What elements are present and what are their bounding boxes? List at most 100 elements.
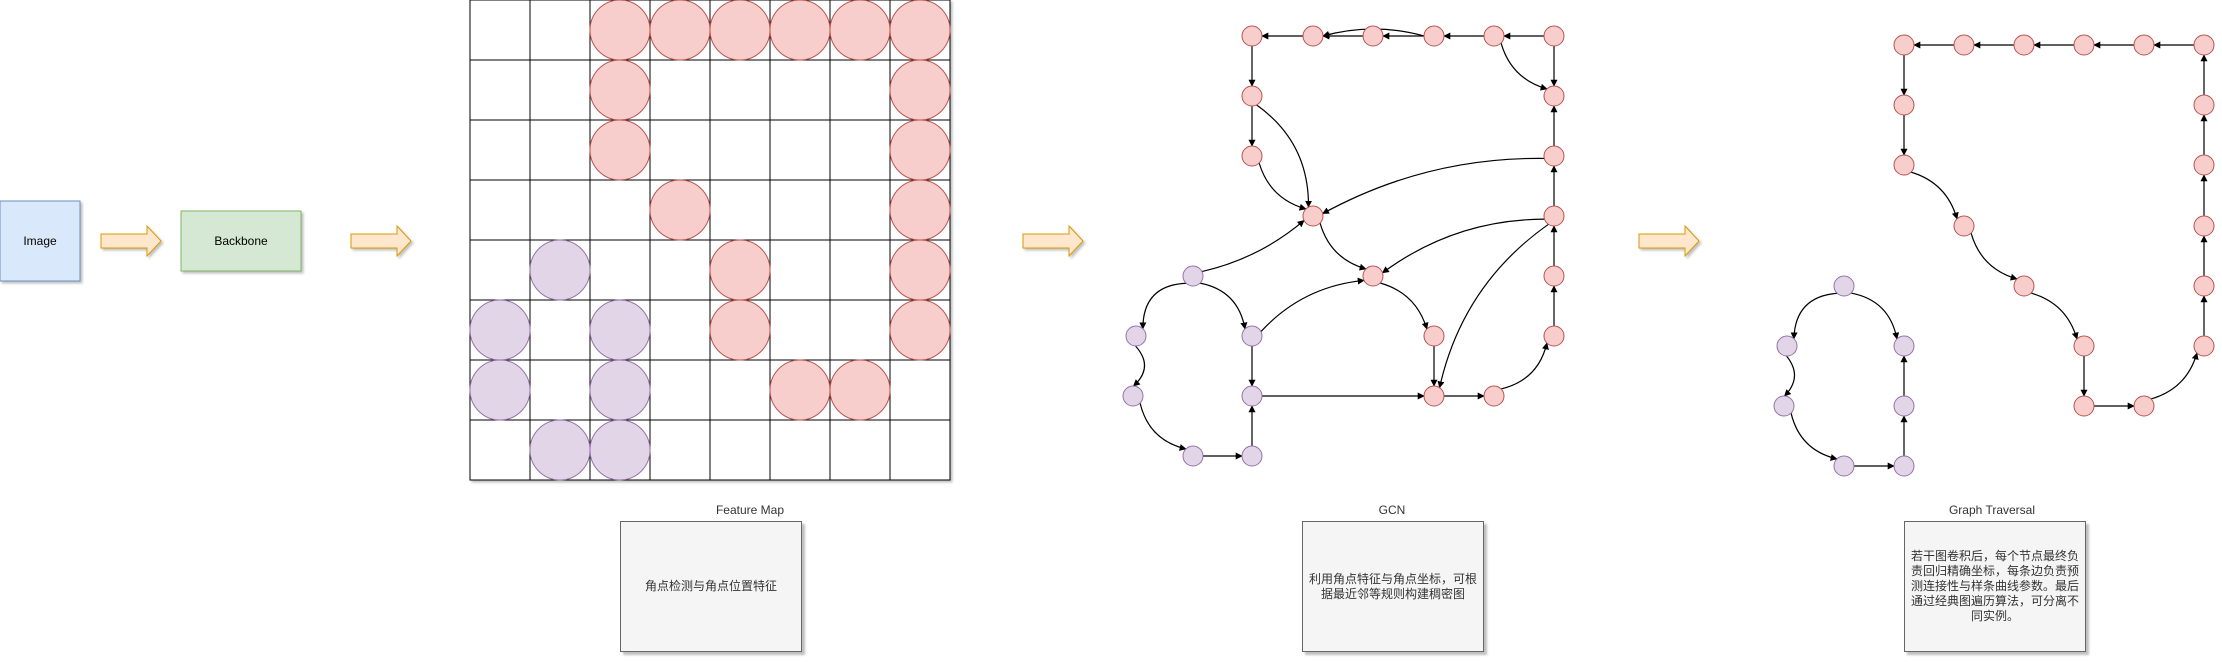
gcn-graph [1122,25,1565,467]
graph-edge [1201,220,1305,273]
purple-node [1241,325,1263,347]
feature-map-red-corner [709,239,771,301]
feature-map-red-corner [889,0,951,61]
red-node [2073,34,2095,56]
red-node [1241,25,1263,47]
feature-map-description: 角点检测与角点位置特征 [620,521,802,652]
graph-edge [2150,352,2199,400]
red-node [1543,205,1565,227]
purple-node [1241,385,1263,407]
red-node [1893,154,1915,176]
backbone-box: Backbone [180,210,302,272]
feature-map-red-corner [769,359,831,421]
feature-map-red-corner [829,0,891,61]
graph-edge [1139,282,1187,330]
purple-node [1122,385,1144,407]
red-node [1483,25,1505,47]
purple-node [1182,445,1204,467]
purple-node [1893,335,1915,357]
graph-traversal-description: 若干图卷积后，每个节点最终负责回归精确坐标，每条边负责预测连接性与样条曲线参数。… [1904,521,2086,652]
red-node [2193,215,2215,237]
red-node [2133,34,2155,56]
graph-edge [1199,282,1248,330]
red-node [2133,395,2155,417]
red-node [1543,85,1565,107]
feature-map-red-corner [649,0,711,61]
red-node [1893,34,1915,56]
graph-edge [1256,104,1313,208]
feature-map-red-corner [709,299,771,361]
feature-map-red-corner [889,59,951,121]
red-node [1543,25,1565,47]
red-node [1241,85,1263,107]
graph-edge [1379,282,1429,330]
red-node [1423,385,1445,407]
feature-map-red-corner [589,0,651,61]
feature-map-purple-corner [469,299,531,361]
graph-edge [1970,232,2018,281]
graph-traversal-title: Graph Traversal [1949,503,2035,517]
red-node [1483,385,1505,407]
red-node [2193,154,2215,176]
red-node [1543,325,1565,347]
red-node [1543,265,1565,287]
purple-node [1893,455,1915,477]
red-node [1362,265,1384,287]
red-node [2193,275,2215,297]
red-node [1362,25,1384,47]
purple-node [1773,395,1795,417]
feature-map-red-corner [889,239,951,301]
graph-edge [1322,157,1545,215]
feature-map-red-corner [889,299,951,361]
graph-edge [1258,162,1307,211]
feature-map-title: Feature Map [716,503,784,517]
feature-map-purple-corner [589,299,651,361]
purple-node [1893,395,1915,417]
red-node [1423,325,1445,347]
feature-map-red-corner [769,0,831,61]
purple-node [1833,275,1855,297]
red-node [2193,335,2215,357]
gcn-title: GCN [1379,503,1406,517]
feature-map-red-corner [589,59,651,121]
feature-map-red-corner [589,119,651,181]
red-node [2013,275,2035,297]
feature-map-purple-corner [529,239,591,301]
feature-map-red-corner [889,119,951,181]
backbone-box-label: Backbone [214,234,268,248]
image-box-label: Image [23,234,57,248]
graph-edge [1260,277,1365,332]
graph-edge [1790,412,1838,461]
graph-edge [1500,42,1548,91]
arrow-feature-map-to-gcn [1022,224,1084,258]
graph-edge [1910,171,1959,220]
graph-edge [1850,292,1900,340]
purple-node [1241,445,1263,467]
red-node [1953,215,1975,237]
red-node [2013,34,2035,56]
arrow-gcn-to-graph-traversal [1638,224,1700,258]
gcn-description: 利用角点特征与角点坐标，可根据最近邻等规则构建稠密图 [1302,521,1484,652]
graph-edge [1437,223,1549,389]
graph-edge [1319,222,1367,271]
feature-map-purple-corner [469,359,531,421]
graph-edge [2030,292,2079,340]
graph-edge [1500,342,1549,390]
red-node [1893,94,1915,116]
red-node [2073,335,2095,357]
feature-map-purple-corner [589,419,651,481]
red-node [1241,145,1263,167]
red-node [1302,25,1324,47]
feature-map-grid [469,0,951,481]
purple-node [1776,335,1798,357]
purple-node [1833,455,1855,477]
graph-edge [1132,345,1146,387]
graph-edge [1790,292,1838,340]
red-node [2073,395,2095,417]
arrow-backbone-to-feature-map [350,224,412,258]
purple-node [1125,325,1147,347]
purple-node [1182,265,1204,287]
feature-map-purple-corner [589,359,651,421]
feature-map-red-corner [889,179,951,241]
